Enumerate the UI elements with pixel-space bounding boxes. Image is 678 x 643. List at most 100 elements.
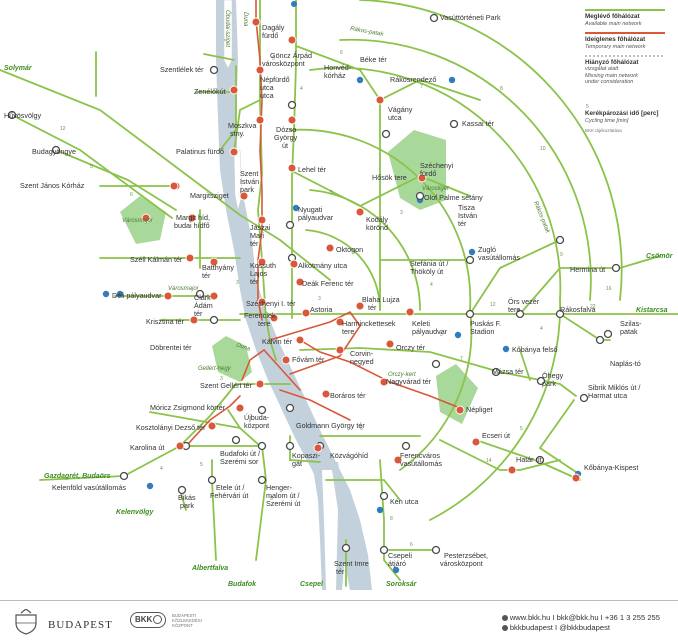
web-icon [501,615,508,621]
svg-text:3: 3 [318,296,321,302]
label-palatinus: Palatinus fürdő [176,147,224,156]
label-vasut: Vasúttörténeti Park [440,13,501,22]
svg-text:5: 5 [440,332,443,338]
svg-text:Kelenvölgy: Kelenvölgy [116,509,154,516]
svg-text:5: 5 [330,190,333,196]
svg-text:Cycling time [min]: Cycling time [min] [585,118,629,124]
svg-text:7: 7 [460,356,463,362]
label-sibrik: Sibrik Miklós út /Harmat utca [588,383,640,400]
label-szent-janos: Szent János Kórház [20,181,85,190]
svg-text:vizsgálat alatt: vizsgálat alatt [585,66,619,72]
cycling-network-map: 5 4 6 7 8 10 12 5 6 5 3 4 12 22 4 7 5 14… [0,0,678,590]
label-ken: Kén utca [390,497,418,506]
svg-text:Temporary main network: Temporary main network [585,44,646,50]
label-orczy: Orczy tér [396,343,426,352]
label-naplas: Naplás-tó [610,359,641,368]
svg-text:Budafok: Budafok [228,581,257,588]
label-goldmann: Goldmann György tér [296,421,365,430]
label-szell: Széll Kálmán tér [130,255,183,264]
svg-text:BKK tájékoztatása: BKK tájékoztatása [585,128,622,133]
label-deli: Déli pályaudvar [112,291,162,300]
contact-line-1[interactable]: www.bkk.hu I bkk@bkk.hu I +36 1 3 255 25… [509,613,660,622]
label-lehel: Lehel tér [298,165,327,174]
label-pesterzsebet: Pesterzsébet,városközpont [440,551,488,568]
svg-text:5: 5 [586,104,589,110]
svg-text:Kerékpározási idő [perc]: Kerékpározási idő [perc] [585,110,659,117]
label-puskas: Puskás F.Stadion [470,319,501,336]
svg-text:Meglévő főhálózat: Meglévő főhálózat [585,13,640,20]
label-dobrentei: Döbrentei tér [150,343,192,352]
label-rakosfalva: Rákosfalva [560,305,596,314]
label-mazsa: Mázsa tér [492,367,524,376]
svg-text:8: 8 [500,86,503,92]
svg-text:5: 5 [200,462,203,468]
label-kopaszi: Kopaszi-gát [292,451,321,468]
svg-text:6: 6 [270,496,273,502]
label-kalvin: Kálvin tér [262,337,293,346]
direction-labels: Solymár Csömör Kistarcsa Gazdagrét, Buda… [4,65,674,588]
label-szilas: Szilas-patak [620,319,642,336]
label-kobanya-felso: Kőbánya felső [512,345,558,354]
station-markers [7,13,621,555]
contact-line-2[interactable]: bkkbudapest I @bkkbudapest [509,623,610,632]
svg-text:6: 6 [130,192,133,198]
label-hermina: Hermina út [570,265,605,274]
svg-text:Rákos-patak: Rákos-patak [350,26,385,38]
svg-text:Duna: Duna [242,12,248,27]
obudai-island [223,0,233,69]
label-gellert: Szent Gellért tér [200,381,253,390]
svg-text:Orczy-kert: Orczy-kert [388,372,416,378]
label-rakosrendezo: Rákosrendező [390,75,436,84]
svg-text:Hiányzó főhálózat: Hiányzó főhálózat [585,59,639,66]
svg-text:16: 16 [606,286,612,292]
label-kosztolanyi: Kosztolányi Dezső tér [136,423,206,432]
label-boraros: Boráros tér [330,391,366,400]
svg-text:Duna: Duna [235,342,251,353]
label-oktogon: Oktogon [336,245,363,254]
label-ujbuda: Újbuda-központ [244,413,270,430]
svg-text:4: 4 [430,282,433,288]
label-stefania: Stefánia út /Thököly út [410,259,448,276]
svg-text:Solymár: Solymár [4,65,33,72]
legend: Meglévő főhálózat Available main network… [584,9,665,133]
label-etele: Etele út /Fehérvári út [210,483,248,500]
svg-text:9: 9 [560,252,563,258]
svg-text:3: 3 [236,280,239,286]
label-honved: Honvéd-kórház [324,63,352,80]
svg-text:5: 5 [90,164,93,170]
varosliget-park [388,130,446,210]
label-fovam: Fővám tér [292,355,325,364]
svg-text:Soroksár: Soroksár [386,581,418,588]
svg-text:Gazdagrét, Budaörs: Gazdagrét, Budaörs [44,473,111,480]
svg-text:Available main network: Available main network [584,21,642,27]
svg-text:under consideration: under consideration [585,79,633,85]
label-kassai: Kassai tér [462,119,495,128]
label-zenelokut: Zenélőkút [194,87,226,96]
budapest-brand: BUDAPEST [48,619,113,631]
svg-text:6: 6 [410,542,413,548]
svg-text:22: 22 [590,304,596,310]
label-kobanya-kispest: Kőbánya-Kispest [584,463,638,472]
label-karolina: Karolina út [130,443,164,452]
svg-text:3: 3 [400,210,403,216]
